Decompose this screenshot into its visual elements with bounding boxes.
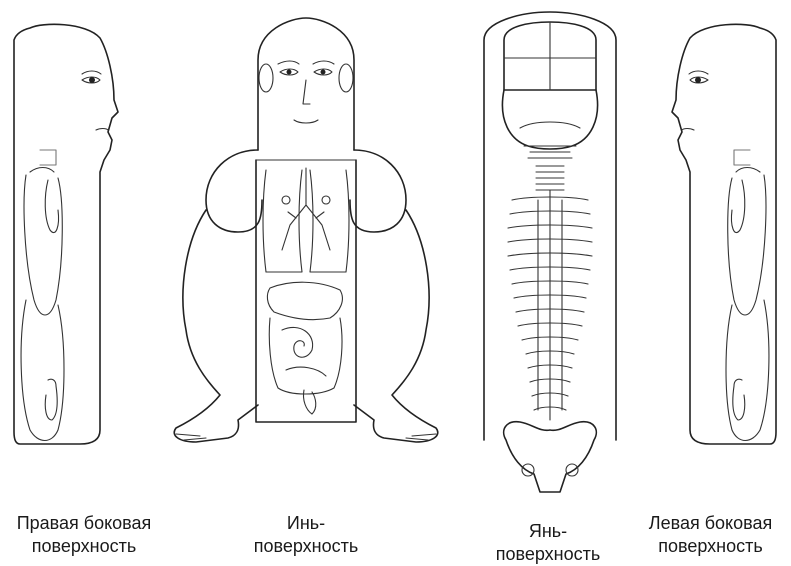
caption-yin-surface: Инь- поверхность [236,512,376,558]
left-side-finger-figure [672,24,776,444]
caption-right-side-line2: поверхность [0,535,168,558]
caption-left-side-line1: Левая боковая [630,512,791,535]
yin-surface-finger-figure [174,18,438,442]
caption-yang-line1: Янь- [478,520,618,543]
caption-right-side-line1: Правая боковая [0,512,168,535]
caption-yang-line2: поверхность [478,543,618,566]
caption-yang-surface: Янь- поверхность [478,520,618,566]
caption-left-side-line2: поверхность [630,535,791,558]
yang-surface-finger-figure [484,12,616,492]
finger-correspondence-diagram [0,0,791,500]
caption-right-side-surface: Правая боковая поверхность [0,512,168,558]
caption-yin-line1: Инь- [236,512,376,535]
right-side-finger-figure [14,24,118,444]
caption-left-side-surface: Левая боковая поверхность [630,512,791,558]
caption-yin-line2: поверхность [236,535,376,558]
